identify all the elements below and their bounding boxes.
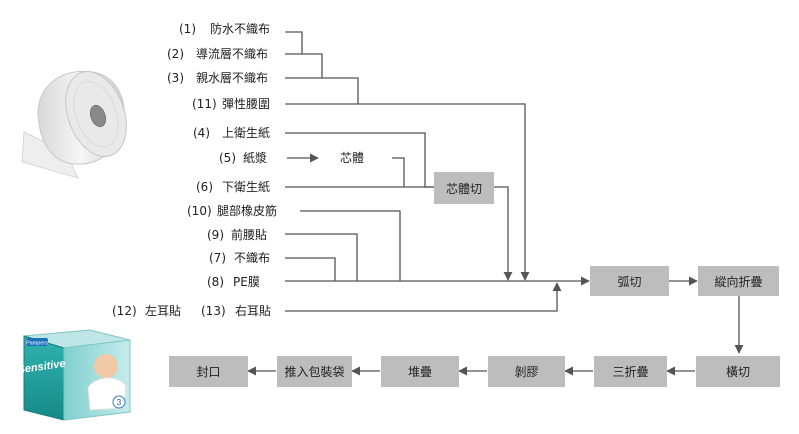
material-num-5: (5) <box>219 151 236 165</box>
material-num-7: (7) <box>209 251 226 265</box>
process-horizontal-cut: 橫切 <box>696 356 780 387</box>
line-nonwoven <box>285 257 336 281</box>
material-lower-tissue: 下衛生紙 <box>222 180 271 194</box>
material-nonwoven: 不織布 <box>234 251 271 265</box>
core-label: 芯體 <box>340 151 365 165</box>
line-guide-layer <box>285 53 323 78</box>
line-hydrophilic <box>285 77 359 104</box>
material-num-1: (1) <box>179 22 196 36</box>
material-num-4: (4) <box>193 126 210 140</box>
package-brand: Pampers <box>26 341 48 347</box>
material-upper-tissue: 上衛生紙 <box>222 126 271 140</box>
process-arc-cut: 弧切 <box>590 266 669 296</box>
material-elastic-waist: 彈性腰圍 <box>222 97 271 111</box>
material-num-9: (9) <box>207 228 224 242</box>
material-waterproof-nonwoven: 防水不織布 <box>210 22 271 36</box>
material-num-8: (8) <box>207 275 224 289</box>
material-pe-film: PE膜 <box>233 275 260 289</box>
tissue-roll-image <box>21 70 127 179</box>
material-right-ear-tab: 右耳貼 <box>235 304 272 318</box>
process-core-cut: 芯體切 <box>434 172 494 204</box>
line-core-cut <box>494 186 513 281</box>
material-num-2: (2) <box>167 47 184 61</box>
material-left-ear-tab: 左耳貼 <box>145 304 182 318</box>
line-core <box>392 157 405 187</box>
line-ear-tabs <box>285 282 562 312</box>
process-push-into-bag: 推入包裝袋 <box>277 356 352 387</box>
package-size: 3 <box>117 398 122 407</box>
material-num-13: (13) <box>201 304 226 318</box>
line-leg-elastic <box>300 210 401 281</box>
material-hydrophilic-nonwoven: 親水層不織布 <box>196 71 269 85</box>
material-num-10: (10) <box>187 204 212 218</box>
line-front-tape <box>285 233 358 281</box>
diaper-package-image: 3 Pampers Sensitive <box>18 329 131 421</box>
line-waterproof <box>285 31 303 54</box>
process-stack: 堆疊 <box>381 356 459 387</box>
line-waist <box>285 103 530 281</box>
material-leg-elastic: 腿部橡皮筋 <box>217 204 278 218</box>
process-longitudinal-fold: 縱向折疊 <box>698 266 779 296</box>
material-num-6: (6) <box>196 180 213 194</box>
material-front-waist-tape: 前腰貼 <box>231 228 268 242</box>
process-peel-adhesive: 剝膠 <box>488 356 565 387</box>
material-num-12: (12) <box>112 304 137 318</box>
material-num-11: (11) <box>192 97 217 111</box>
material-guide-layer-nonwoven: 導流層不織布 <box>196 47 269 61</box>
process-tri-fold: 三折疊 <box>594 356 667 387</box>
material-num-3: (3) <box>167 71 184 85</box>
process-seal: 封口 <box>169 356 248 387</box>
material-pulp: 紙漿 <box>243 151 268 165</box>
